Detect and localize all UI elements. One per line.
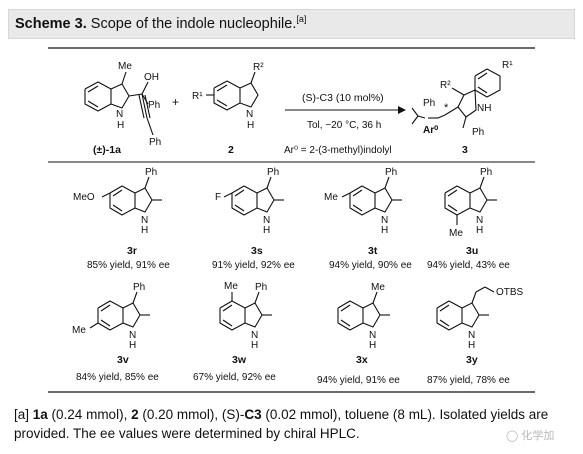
atom-h: H: [251, 340, 258, 351]
footnote-text-3: (0.02 mmol), toluene (8 mL). Isolated yi…: [14, 407, 549, 441]
atom-n: N: [263, 215, 270, 226]
product-3s-label: 3s: [251, 245, 263, 257]
product-3t-label: 3t: [368, 245, 378, 257]
product-3s-result: 91% yield, 92% ee: [212, 260, 295, 271]
atom-h: H: [117, 120, 124, 131]
watermark: ◯ 化学加: [506, 427, 554, 443]
atom-ph: Ph: [148, 100, 160, 111]
ar0-definition: Ar⁰ = 2-(3-methyl)indolyl: [284, 145, 392, 156]
footnote-text-2: (0.20 mmol), (S)-: [138, 407, 245, 422]
product-3y-structure: OTBS N H: [436, 286, 524, 351]
atom-r1: R¹: [502, 60, 513, 71]
atom-ph: Ph: [480, 167, 492, 178]
product-3v-label: 3v: [117, 354, 129, 366]
product-3u-result: 94% yield, 43% ee: [427, 260, 510, 271]
substituent-3y: OTBS: [496, 287, 524, 298]
footnote-1a: 1a: [32, 407, 48, 422]
scheme-number: Scheme 3.: [15, 16, 87, 32]
atom-n: N: [476, 215, 483, 226]
atom-nh: NH: [477, 103, 491, 114]
product-3u-label: 3u: [466, 245, 478, 257]
atom-h: H: [381, 225, 388, 236]
product-3x-structure: Me N H: [337, 282, 390, 351]
atom-ph: Ph: [149, 137, 161, 148]
scheme-frame: [48, 47, 535, 393]
atom-ph: Ph: [145, 167, 157, 178]
atom-h: H: [129, 340, 136, 351]
product-3t-structure: Me Ph N H: [324, 167, 402, 236]
reactant-2-label: 2: [228, 144, 234, 156]
substituent-3t: Me: [324, 192, 338, 203]
atom-me: Me: [118, 61, 132, 72]
reaction-catalyst: (S)-C3 (10 mol%): [302, 92, 384, 104]
wechat-icon: ◯: [506, 430, 519, 442]
atom-h: H: [247, 120, 254, 131]
product-3v-structure: Me Ph N H: [72, 282, 150, 351]
product-3-label: 3: [462, 144, 468, 156]
footnote-2: 2: [131, 407, 139, 422]
product-3-structure: R¹ R² NH Ph Ar⁰ Ph *: [411, 60, 513, 138]
reactant-1a-structure: Me OH Ph N H Ph: [84, 61, 161, 148]
atom-ar0: Ar⁰: [423, 125, 438, 136]
product-3w-structure: Me Ph N H: [219, 281, 272, 351]
product-3w-result: 67% yield, 92% ee: [193, 372, 276, 383]
atom-h: H: [263, 225, 270, 236]
atom-ph: Ph: [133, 282, 145, 293]
atom-h: H: [476, 225, 483, 236]
atom-ph: Ph: [385, 167, 397, 178]
atom-n: N: [141, 215, 148, 226]
product-3r-result: 85% yield, 91% ee: [87, 260, 170, 271]
substituent-3x: Me: [371, 282, 385, 293]
scheme-footnote: [a] 1a (0.24 mmol), 2 (0.20 mmol), (S)-C…: [14, 405, 574, 443]
atom-h: H: [141, 225, 148, 236]
product-3r-structure: MeO Ph N H: [73, 167, 162, 236]
atom-n: N: [468, 330, 475, 341]
reactant-1a-label: (±)-1a: [93, 144, 121, 156]
atom-oh: OH: [144, 72, 159, 83]
atom-ph: Ph: [267, 167, 279, 178]
atom-h: H: [369, 340, 376, 351]
scheme-caption: Scope of the indole nucleophile.: [86, 16, 297, 32]
reaction-conditions: Tol, −20 °C, 36 h: [307, 120, 381, 131]
footnote-mark: [a]: [14, 407, 33, 422]
stereocenter-mark: *: [444, 102, 449, 114]
atom-h: H: [468, 340, 475, 351]
atom-n: N: [381, 215, 388, 226]
scheme-footnote-mark: [a]: [296, 14, 307, 24]
atom-r1: R¹: [192, 91, 203, 102]
reaction-arrow-head: [398, 106, 406, 114]
atom-ph: Ph: [472, 127, 484, 138]
scheme-title: Scheme 3. Scope of the indole nucleophil…: [8, 9, 575, 39]
product-3x-label: 3x: [356, 354, 368, 366]
product-3x-result: 94% yield, 91% ee: [317, 375, 400, 386]
reactant-2-structure: R² R¹ N H: [192, 62, 264, 131]
product-3t-result: 94% yield, 90% ee: [329, 260, 412, 271]
footnote-text-1: (0.24 mmol),: [47, 407, 132, 422]
substituent-3u: Me: [449, 228, 463, 239]
substituent-3r: MeO: [73, 192, 95, 203]
product-3u-structure: Me Ph N H: [444, 167, 497, 239]
plus-sign: +: [172, 95, 179, 109]
product-3y-result: 87% yield, 78% ee: [427, 375, 510, 386]
substituent-3s: F: [215, 192, 221, 203]
substituent-3w: Me: [224, 281, 238, 292]
footnote-c3: C3: [244, 407, 262, 422]
atom-ph: Ph: [423, 98, 435, 109]
substituent-3v: Me: [72, 325, 86, 336]
product-3r-label: 3r: [127, 245, 137, 257]
atom-n: N: [246, 109, 253, 120]
product-3v-result: 84% yield, 85% ee: [76, 372, 159, 383]
product-3y-label: 3y: [466, 354, 478, 366]
atom-r2: R²: [440, 80, 451, 91]
atom-r2: R²: [253, 62, 264, 73]
atom-n: N: [116, 109, 123, 120]
product-3w-label: 3w: [232, 354, 247, 366]
atom-n: N: [369, 330, 376, 341]
atom-ph: Ph: [255, 282, 267, 293]
atom-n: N: [129, 330, 136, 341]
product-3s-structure: F Ph N H: [215, 167, 284, 236]
watermark-text: 化学加: [521, 430, 555, 442]
atom-n: N: [251, 330, 258, 341]
